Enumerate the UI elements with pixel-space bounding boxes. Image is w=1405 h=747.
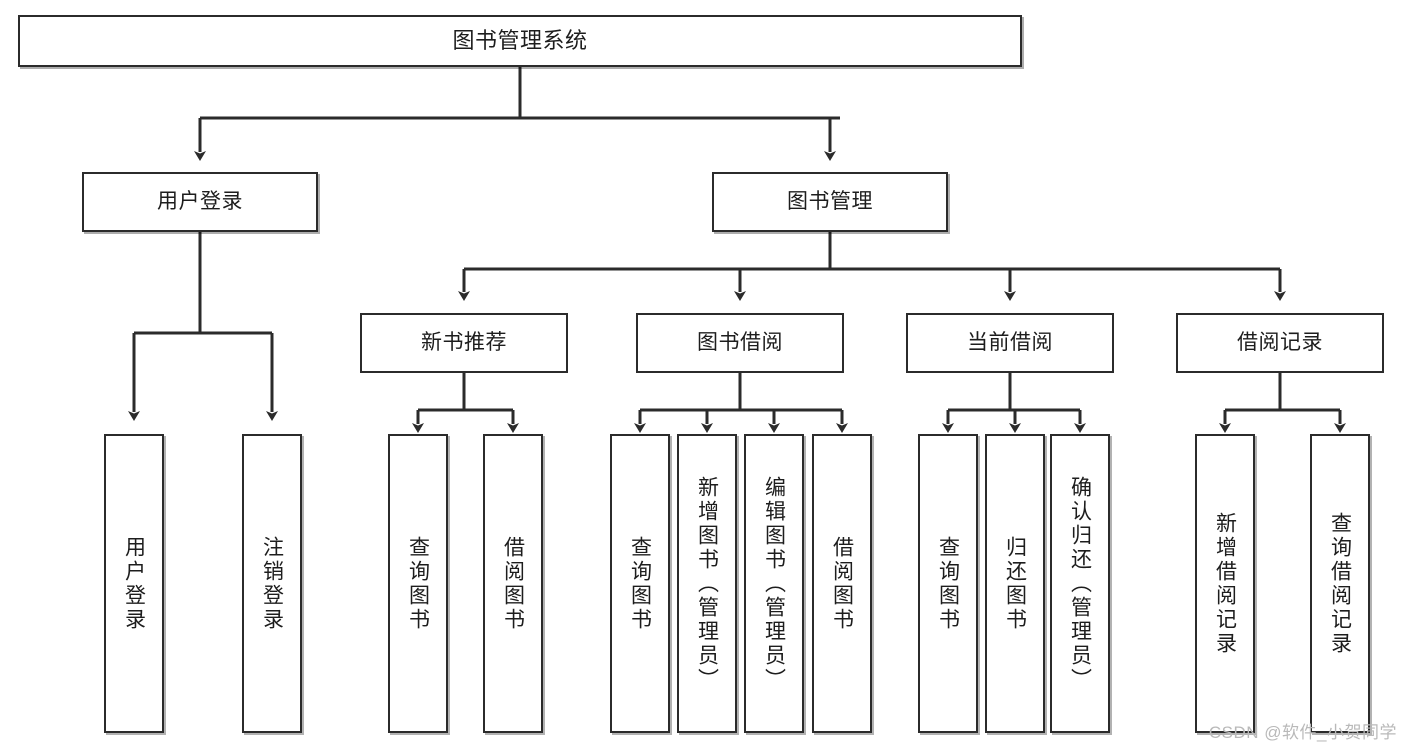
leaf-logout[interactable]: 注销登录 — [242, 434, 302, 733]
leaf-user-login[interactable]: 用户登录 — [104, 434, 164, 733]
leaf-add-borrow-record[interactable]: 新增借阅记录 — [1195, 434, 1255, 733]
node-book-management-label: 图书管理 — [787, 189, 873, 213]
leaf-confirm-return-admin[interactable]: 确认归还（管理员） — [1050, 434, 1110, 733]
leaf-borrow-query-book[interactable]: 查询图书 — [610, 434, 670, 733]
leaf-edit-book-admin[interactable]: 编辑图书（管理员） — [744, 434, 804, 733]
node-user-login-label: 用户登录 — [157, 189, 243, 213]
node-user-login[interactable]: 用户登录 — [82, 172, 318, 232]
leaf-add-borrow-record-label: 新增借阅记录 — [1213, 511, 1237, 656]
node-borrow-record-label: 借阅记录 — [1237, 330, 1323, 354]
leaf-logout-label: 注销登录 — [260, 535, 284, 632]
leaf-newbook-query-book[interactable]: 查询图书 — [388, 434, 448, 733]
node-root-label: 图书管理系统 — [452, 28, 588, 54]
leaf-add-book-admin[interactable]: 新增图书（管理员） — [677, 434, 737, 733]
node-new-book-recommend-label: 新书推荐 — [421, 330, 507, 354]
leaf-newbook-borrow-book[interactable]: 借阅图书 — [483, 434, 543, 733]
node-book-borrow-label: 图书借阅 — [697, 330, 783, 354]
leaf-return-book[interactable]: 归还图书 — [985, 434, 1045, 733]
leaf-borrow-query-book-label: 查询图书 — [628, 535, 652, 632]
node-root[interactable]: 图书管理系统 — [18, 15, 1022, 67]
leaf-current-query-book-label: 查询图书 — [936, 535, 960, 632]
leaf-confirm-return-admin-label: 确认归还（管理员） — [1068, 475, 1092, 692]
node-book-management[interactable]: 图书管理 — [712, 172, 948, 232]
leaf-current-query-book[interactable]: 查询图书 — [918, 434, 978, 733]
leaf-query-borrow-record-label: 查询借阅记录 — [1328, 511, 1352, 656]
leaf-borrow-book-label: 借阅图书 — [830, 535, 854, 632]
leaf-return-book-label: 归还图书 — [1003, 535, 1027, 632]
leaf-edit-book-admin-label: 编辑图书（管理员） — [762, 475, 786, 692]
leaf-newbook-query-book-label: 查询图书 — [406, 535, 430, 632]
node-current-borrow[interactable]: 当前借阅 — [906, 313, 1114, 373]
node-borrow-record[interactable]: 借阅记录 — [1176, 313, 1384, 373]
node-book-borrow[interactable]: 图书借阅 — [636, 313, 844, 373]
leaf-add-book-admin-label: 新增图书（管理员） — [695, 475, 719, 692]
leaf-query-borrow-record[interactable]: 查询借阅记录 — [1310, 434, 1370, 733]
leaf-newbook-borrow-book-label: 借阅图书 — [501, 535, 525, 632]
leaf-borrow-book[interactable]: 借阅图书 — [812, 434, 872, 733]
node-current-borrow-label: 当前借阅 — [967, 330, 1053, 354]
leaf-user-login-label: 用户登录 — [122, 535, 146, 632]
node-new-book-recommend[interactable]: 新书推荐 — [360, 313, 568, 373]
